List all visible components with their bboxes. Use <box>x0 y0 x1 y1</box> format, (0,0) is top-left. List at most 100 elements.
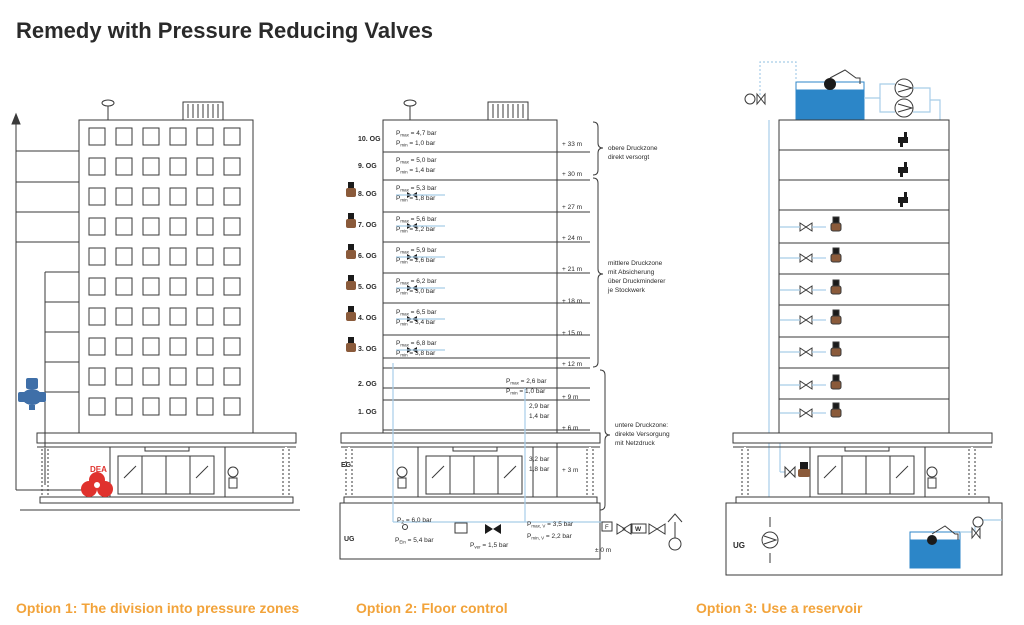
window <box>196 187 214 206</box>
window <box>142 127 160 146</box>
floor-name-label: 4. OG <box>358 315 377 322</box>
basement-pump-icon <box>761 531 779 549</box>
pmax-label: Pmax = 4,7 bar <box>396 130 437 138</box>
prv-icon <box>346 337 445 353</box>
pmin-label: Pmin = 1,0 bar <box>396 140 436 148</box>
floor-name-label: 5. OG <box>358 284 377 291</box>
window <box>115 127 133 146</box>
window <box>169 127 187 146</box>
window <box>142 277 160 296</box>
dea-label: DEA <box>90 465 107 474</box>
water-meter-label: W <box>635 526 642 533</box>
window <box>142 307 160 326</box>
pmax-label: Pmax = 2,6 bar <box>506 378 547 386</box>
window <box>169 277 187 296</box>
riser-arrow <box>11 112 21 125</box>
zone-description-line: mit Netzdruck <box>615 440 655 447</box>
window <box>115 367 133 386</box>
pmin-label: Pmin = 1,4 bar <box>396 167 436 175</box>
window <box>88 187 106 206</box>
zone-description-line: mittlere Druckzone <box>608 260 663 267</box>
window <box>196 277 214 296</box>
floor-name-label: 10. OG <box>358 136 381 143</box>
window <box>115 187 133 206</box>
window <box>88 337 106 356</box>
option1-building: DEA <box>11 99 300 511</box>
prv-icon <box>832 216 840 224</box>
window <box>223 217 241 236</box>
floor-name-label: EG <box>341 462 352 469</box>
prv-icon <box>346 182 445 198</box>
window <box>142 217 160 236</box>
pmin-label: Pmin = 2,2 bar <box>396 226 436 234</box>
pressure-value: 3,2 bar <box>529 456 550 463</box>
pmax-label: Pmax = 5,3 bar <box>396 185 437 193</box>
prv-icon <box>346 306 445 322</box>
window <box>169 307 187 326</box>
column-right <box>282 446 290 498</box>
basement-reservoir <box>909 539 961 569</box>
zone-description-line: mit Absicherung <box>608 269 655 276</box>
height-label: + 21 m <box>562 266 582 273</box>
window <box>223 247 241 266</box>
pein-label: PEin = 5,4 bar <box>395 537 434 545</box>
connection-icon <box>668 537 682 551</box>
roof-antenna-head <box>101 99 115 107</box>
prv-icon <box>346 213 445 229</box>
pminv-label: Pmin, V = 2,2 bar <box>527 533 573 541</box>
pz-label: PZ = 6,0 bar <box>397 517 433 525</box>
height-label: + 24 m <box>562 235 582 242</box>
window <box>88 307 106 326</box>
pressure-reducing-valve-icon <box>18 378 46 410</box>
window <box>142 157 160 176</box>
window <box>223 277 241 296</box>
height-label: + 9 m <box>562 394 578 401</box>
shutoff-valve-icon <box>616 523 632 535</box>
caption-option-2: Option 2: Floor control <box>356 600 508 616</box>
window <box>196 397 214 416</box>
window <box>142 367 160 386</box>
caption-option-1: Option 1: The division into pressure zon… <box>16 600 300 616</box>
pmax-label: Pmax = 5,9 bar <box>396 247 437 255</box>
floor-name-label: 8. OG <box>358 191 377 198</box>
window <box>196 307 214 326</box>
pressure-value: 2,9 bar <box>529 403 550 410</box>
window <box>142 247 160 266</box>
window <box>223 187 241 206</box>
window <box>196 127 214 146</box>
window <box>169 337 187 356</box>
floor-valves-3 <box>780 216 842 418</box>
window <box>223 397 241 416</box>
height-label: + 33 m <box>562 141 582 148</box>
window <box>196 157 214 176</box>
caption-option-3: Option 3: Use a reservoir <box>696 600 863 616</box>
plinth <box>39 496 294 504</box>
prv-icon <box>832 279 840 287</box>
floor-name-label: 1. OG <box>358 409 377 416</box>
zone-description-line: untere Druckzone: <box>615 422 668 429</box>
window <box>196 367 214 386</box>
prv-icon <box>832 341 840 349</box>
window <box>88 127 106 146</box>
window <box>88 367 106 386</box>
window <box>88 217 106 236</box>
zone-brace-lower <box>599 369 611 511</box>
window <box>142 187 160 206</box>
pmin-label: Pmin = 3,4 bar <box>396 319 436 327</box>
pressure-value: 1,4 bar <box>529 413 550 420</box>
window <box>115 307 133 326</box>
floor-name-label: 2. OG <box>358 381 377 388</box>
floor-lines-3 <box>779 149 949 400</box>
floor-name-label: UG <box>344 536 355 543</box>
filter-box <box>454 522 468 534</box>
pmin-label: Pmin = 3,8 bar <box>396 350 436 358</box>
height-label: + 12 m <box>562 361 582 368</box>
window <box>115 157 133 176</box>
zone-description-line: je Stockwerk <box>607 287 646 294</box>
window <box>115 277 133 296</box>
window <box>169 367 187 386</box>
meter-box <box>601 521 613 532</box>
